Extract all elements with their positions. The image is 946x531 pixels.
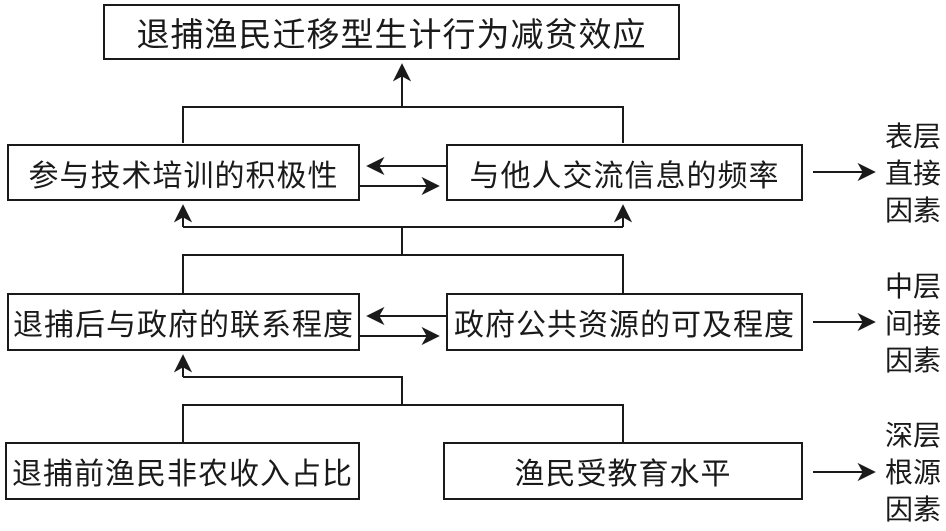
label-line: 直接 — [884, 157, 941, 190]
label-line: 根源 — [884, 456, 941, 489]
middle-indirect-factors-label: 中层 间接 因素 — [881, 268, 945, 379]
level1-left-box: 参与技术培训的积极性 — [7, 144, 360, 201]
surface-direct-factors-label: 表层 直接 因素 — [881, 118, 945, 229]
level2-left-box: 退捕后与政府的联系程度 — [7, 293, 360, 351]
label-line: 表层 — [884, 120, 941, 153]
label-line: 中层 — [884, 270, 941, 303]
label-line: 间接 — [884, 307, 941, 340]
label-line: 因素 — [884, 493, 941, 526]
bracket-level1-to-title — [182, 106, 624, 143]
deep-root-factors-label: 深层 根源 因素 — [881, 417, 945, 528]
level2-right-box: 政府公共资源的可及程度 — [446, 293, 803, 351]
bracket-level2-lower — [182, 254, 624, 293]
title-box: 退捕渔民迁移型生计行为减贫效应 — [103, 4, 680, 60]
bracket-level3-lower — [182, 404, 624, 442]
label-line: 因素 — [884, 344, 941, 377]
label-line: 深层 — [884, 419, 941, 452]
level3-left-box: 退捕前渔民非农收入占比 — [5, 442, 360, 500]
bracket-level3-upper — [183, 376, 403, 405]
level3-right-box: 渔民受教育水平 — [443, 442, 803, 500]
label-line: 因素 — [884, 194, 941, 227]
level1-right-box: 与他人交流信息的频率 — [446, 144, 803, 201]
